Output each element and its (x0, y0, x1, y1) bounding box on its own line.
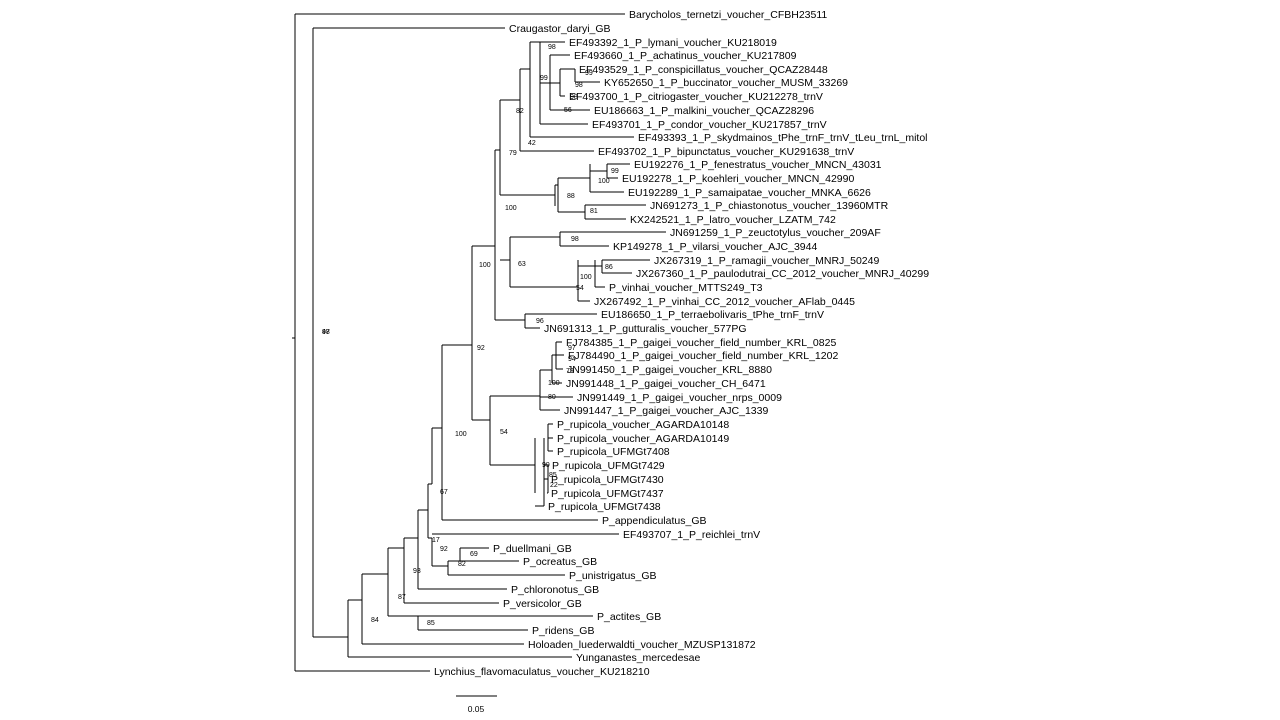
support-value-24: 97 (568, 345, 576, 352)
support-value-2: 98 (548, 44, 556, 51)
tip-label-38: EF493707_1_P_reichlei_trnV (623, 529, 760, 541)
support-value-10: 79 (509, 150, 517, 157)
tip-label-22: EU186650_1_P_terraebolivaris_tPhe_trnF_t… (601, 309, 824, 321)
tip-label-40: P_ocreatus_GB (523, 556, 597, 568)
support-value-13: 88 (567, 193, 575, 200)
support-value-34: 67 (440, 489, 448, 496)
tip-label-37: P_appendiculatus_GB (602, 515, 707, 527)
tip-label-47: Yunganastes_mercedesae (576, 652, 700, 664)
support-value-5: 98 (575, 82, 583, 89)
support-value-1: 48 (322, 329, 330, 336)
tip-label-23: JN691313_1_P_gutturalis_voucher_577PG (544, 323, 747, 335)
tree-branches (292, 13, 666, 672)
tip-label-28: JN991449_1_P_gaigei_voucher_nrps_0009 (577, 392, 782, 404)
support-value-8: 82 (516, 108, 524, 115)
tip-label-19: JX267360_1_P_paulodutrai_CC_2012_voucher… (636, 268, 929, 280)
tip-label-43: P_versicolor_GB (503, 598, 582, 610)
support-value-7: 56 (564, 107, 572, 114)
tip-label-20: P_vinhai_voucher_MTTS249_T3 (609, 282, 763, 294)
support-value-14: 81 (590, 208, 598, 215)
support-values: 9748989999989856824279991008881100988610… (322, 44, 619, 627)
support-value-4: 99 (585, 70, 593, 77)
support-value-3: 99 (540, 75, 548, 82)
support-value-20: 63 (518, 261, 526, 268)
support-value-33: 22 (550, 482, 558, 489)
support-value-31: 99 (542, 462, 550, 469)
tip-label-35: P_rupicola_UFMGt7437 (551, 488, 664, 500)
tip-label-14: JN691273_1_P_chiastonotus_voucher_13960M… (650, 200, 889, 212)
tip-label-29: JN991447_1_P_gaigei_voucher_AJC_1339 (564, 405, 768, 417)
tip-label-2: EF493392_1_P_lymani_voucher_KU218019 (569, 37, 777, 49)
tip-label-30: P_rupicola_voucher_AGARDA10148 (557, 419, 729, 431)
support-value-17: 86 (605, 264, 613, 271)
support-value-40: 87 (398, 594, 406, 601)
tip-label-0: Barycholos_ternetzi_voucher_CFBH23511 (629, 9, 827, 21)
support-value-16: 98 (571, 236, 579, 243)
tip-label-25: FJ784490_1_P_gaigei_voucher_field_number… (568, 350, 838, 362)
tip-label-11: EU192276_1_P_fenestratus_voucher_MNCN_43… (634, 159, 882, 171)
tip-label-15: KX242521_1_P_latro_voucher_LZATM_742 (630, 214, 836, 226)
support-value-6: 98 (570, 94, 578, 101)
support-value-32: 85 (549, 472, 557, 479)
support-value-11: 99 (611, 168, 619, 175)
support-value-38: 82 (458, 561, 466, 568)
support-value-41: 84 (371, 617, 379, 624)
tip-label-6: EF493700_1_P_citriogaster_voucher_KU2122… (569, 91, 823, 103)
support-value-15: 100 (505, 205, 517, 212)
support-value-0: 97 (322, 329, 330, 336)
tip-label-39: P_duellmani_GB (493, 543, 572, 555)
support-value-30: 100 (455, 431, 467, 438)
tip-label-13: EU192289_1_P_samaipatae_voucher_MNKA_662… (628, 187, 871, 199)
tip-label-44: P_actites_GB (597, 611, 661, 623)
support-value-27: 100 (548, 380, 560, 387)
tip-labels: Barycholos_ternetzi_voucher_CFBH23511Cra… (434, 9, 929, 678)
tip-label-5: KY652650_1_P_buccinator_voucher_MUSM_332… (604, 77, 848, 89)
support-value-19: 54 (576, 285, 584, 292)
support-value-18: 100 (580, 274, 592, 281)
tip-label-33: P_rupicola_UFMGt7429 (552, 460, 665, 472)
tip-label-16: JN691259_1_P_zeuctotylus_voucher_209AF (670, 227, 881, 239)
tip-label-31: P_rupicola_voucher_AGARDA10149 (557, 433, 729, 445)
tip-label-1: Craugastor_daryi_GB (509, 23, 611, 35)
tip-label-32: P_rupicola_UFMGt7408 (557, 446, 670, 458)
tip-label-36: P_rupicola_UFMGt7438 (548, 501, 661, 513)
tip-label-12: EU192278_1_P_koehleri_voucher_MNCN_42990 (622, 173, 854, 185)
tip-label-9: EF493393_1_P_skydmainos_tPhe_trnF_trnV_t… (638, 132, 928, 144)
support-value-39: 93 (413, 568, 421, 575)
tip-label-48: Lynchius_flavomaculatus_voucher_KU218210 (434, 666, 650, 678)
support-value-35: 17 (432, 537, 440, 544)
tip-label-42: P_chloronotus_GB (511, 584, 599, 596)
tip-label-24: FJ784385_1_P_gaigei_voucher_field_number… (566, 337, 836, 349)
tip-label-7: EU186663_1_P_malkini_voucher_QCAZ28296 (594, 105, 814, 117)
support-value-23: 92 (477, 345, 485, 352)
tip-label-3: EF493660_1_P_achatinus_voucher_KU217809 (574, 50, 797, 62)
tip-label-41: P_unistrigatus_GB (569, 570, 657, 582)
support-value-21: 100 (479, 262, 491, 269)
tip-label-8: EF493701_1_P_condor_voucher_KU217857_trn… (592, 119, 827, 131)
tip-label-46: Holoaden_luederwaldti_voucher_MZUSP13187… (528, 639, 756, 651)
tip-label-45: P_ridens_GB (532, 625, 594, 637)
support-value-42: 85 (427, 620, 435, 627)
tip-label-18: JX267319_1_P_ramagii_voucher_MNRJ_50249 (654, 255, 879, 267)
tip-label-21: JX267492_1_P_vinhai_CC_2012_voucher_AFla… (594, 296, 855, 308)
support-value-22: 96 (536, 318, 544, 325)
support-value-12: 100 (598, 178, 610, 185)
support-value-29: 54 (500, 429, 508, 436)
support-value-36: 92 (440, 546, 448, 553)
support-value-28: 80 (548, 394, 556, 401)
tip-label-4: EF493529_1_P_conspicillatus_voucher_QCAZ… (579, 64, 828, 76)
tip-label-26: JN991450_1_P_gaigei_voucher_KRL_8880 (567, 364, 772, 376)
support-value-26: 79 (566, 368, 574, 375)
scale-bar-label: 0.05 (468, 704, 485, 714)
scale-bar: 0.05 (456, 695, 497, 714)
tip-label-17: KP149278_1_P_vilarsi_voucher_AJC_3944 (613, 241, 817, 253)
tip-label-27: JN991448_1_P_gaigei_voucher_CH_6471 (566, 378, 766, 390)
tip-label-34: P_rupicola_UFMGt7430 (551, 474, 664, 486)
support-value-37: 69 (470, 551, 478, 558)
support-value-9: 42 (528, 140, 536, 147)
tip-label-10: EF493702_1_P_bipunctatus_voucher_KU29163… (598, 146, 854, 158)
support-value-25: 94 (568, 356, 576, 363)
